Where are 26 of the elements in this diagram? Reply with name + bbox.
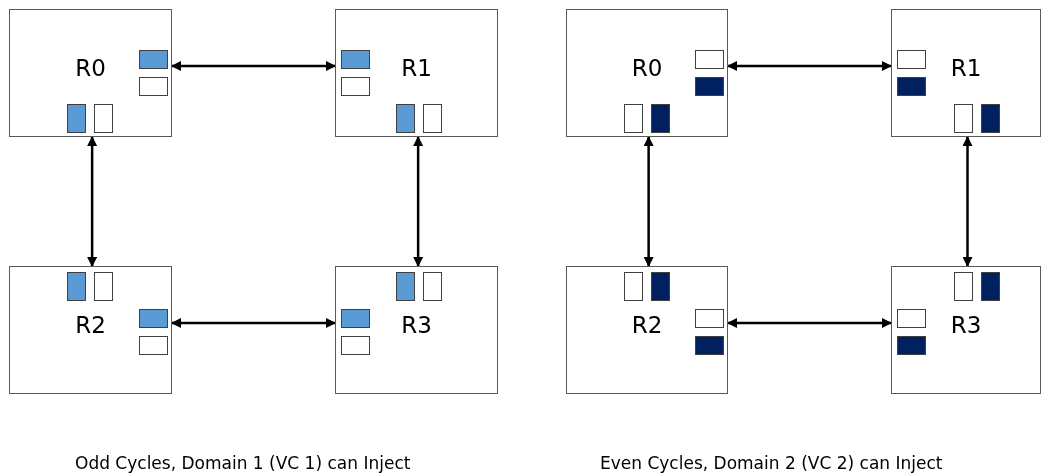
caption: Odd Cycles, Domain 1 (VC 1) can Inject xyxy=(75,453,411,473)
double-arrow xyxy=(643,136,654,267)
router-box xyxy=(9,9,172,137)
caption: Even Cycles, Domain 2 (VC 2) can Inject xyxy=(600,453,943,473)
double-arrow xyxy=(171,318,336,328)
router-label: R0 xyxy=(631,57,663,80)
router-label: R0 xyxy=(75,57,106,80)
router-label: R2 xyxy=(631,314,663,337)
double-arrow xyxy=(413,136,424,267)
router-box xyxy=(891,9,1041,137)
double-arrow xyxy=(87,136,98,267)
router-label: R3 xyxy=(950,314,982,337)
double-arrow xyxy=(962,136,973,267)
double-arrow xyxy=(171,61,336,71)
double-arrow xyxy=(727,61,892,71)
router-box xyxy=(566,9,728,137)
router-box xyxy=(335,266,498,394)
double-arrow xyxy=(727,318,892,328)
router-box xyxy=(566,266,728,394)
router-box xyxy=(335,9,498,137)
router-label: R3 xyxy=(401,314,432,337)
router-label: R1 xyxy=(950,57,982,80)
router-box xyxy=(891,266,1041,394)
router-label: R1 xyxy=(401,57,432,80)
router-box xyxy=(9,266,172,394)
router-label: R2 xyxy=(75,314,106,337)
